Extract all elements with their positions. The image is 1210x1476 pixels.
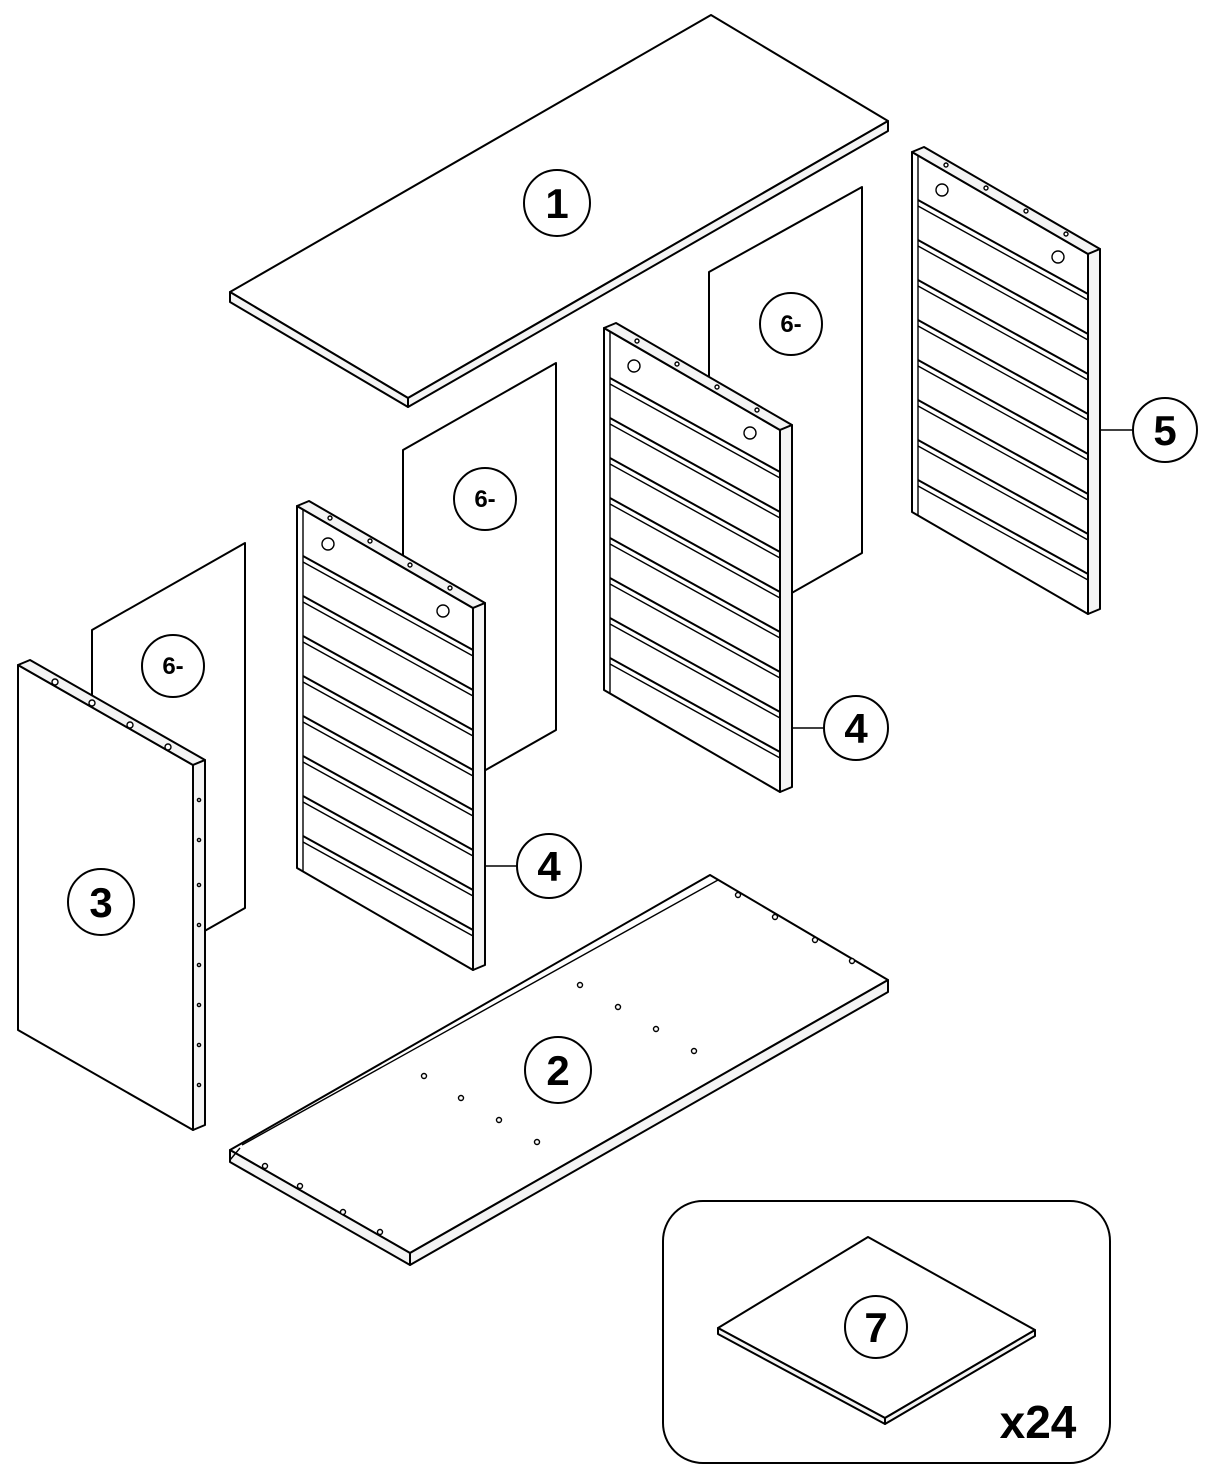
callout-part-2: 2 bbox=[524, 1036, 592, 1104]
callout-part-5: 5 bbox=[1132, 397, 1198, 463]
callout-part-6-middle: 6- bbox=[453, 467, 517, 531]
bottom-board-holes bbox=[261, 891, 856, 1236]
leader-lines bbox=[485, 429, 1133, 867]
label-part-1: 1 bbox=[545, 180, 568, 227]
label-part-4-left: 4 bbox=[537, 843, 561, 890]
part-5-side-panel-right bbox=[911, 146, 1101, 615]
callout-part-4-right: 4 bbox=[823, 695, 889, 761]
callout-part-3: 3 bbox=[67, 868, 135, 936]
label-part-6-middle: 6- bbox=[474, 486, 495, 513]
side-panel-right-slats bbox=[917, 199, 1089, 581]
partition-left-slats bbox=[302, 555, 474, 937]
quantity-label: x24 bbox=[1000, 1396, 1077, 1448]
label-part-6-right: 6- bbox=[780, 311, 801, 338]
callout-part-6-left: 6- bbox=[141, 634, 205, 698]
label-part-4-right: 4 bbox=[844, 705, 868, 752]
label-part-7: 7 bbox=[864, 1304, 887, 1351]
callout-part-1: 1 bbox=[523, 169, 591, 237]
label-part-5: 5 bbox=[1153, 407, 1176, 454]
callout-part-6-right: 6- bbox=[759, 292, 823, 356]
callout-part-7: 7 bbox=[844, 1295, 908, 1359]
callout-part-4-left: 4 bbox=[516, 833, 582, 899]
label-part-6-left: 6- bbox=[162, 653, 183, 680]
label-part-3: 3 bbox=[89, 879, 112, 926]
part-4-partition-left bbox=[296, 500, 486, 971]
part-4-partition-right bbox=[603, 322, 793, 793]
label-part-2: 2 bbox=[546, 1047, 569, 1094]
partition-right-slats bbox=[609, 377, 781, 759]
